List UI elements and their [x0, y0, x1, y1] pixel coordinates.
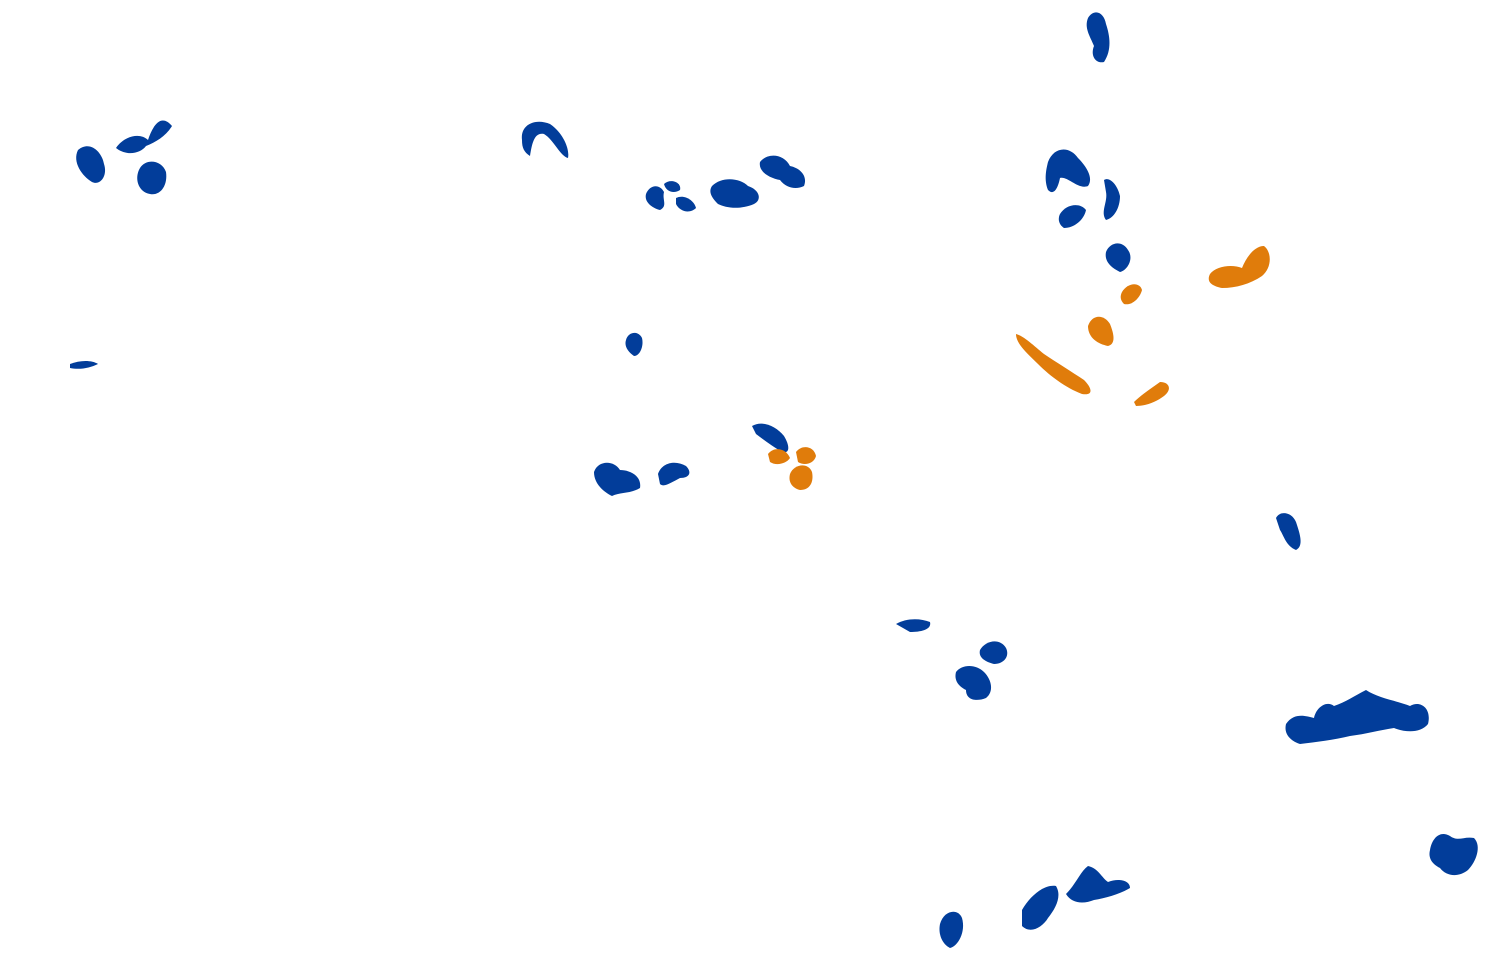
blue-blob: [1285, 690, 1429, 744]
blue-blob: [76, 146, 106, 183]
blue-blob: [137, 161, 167, 195]
blue-blob: [664, 181, 681, 192]
blue-blob: [676, 196, 696, 212]
blue-blob: [1429, 833, 1478, 876]
blue-blob: [1105, 243, 1131, 272]
orange-blob: [1016, 334, 1091, 395]
orange-blob: [1120, 284, 1142, 305]
blue-blob: [116, 120, 172, 154]
blue-blob: [979, 641, 1008, 664]
blue-blob: [594, 462, 641, 496]
blue-blob: [1066, 866, 1130, 903]
blue-blob: [625, 332, 643, 356]
blue-blob: [1058, 205, 1086, 228]
blue-blob: [1276, 513, 1301, 550]
orange-blobs: [768, 246, 1270, 490]
orange-blob: [1134, 382, 1169, 406]
blue-blob: [1103, 179, 1120, 220]
blue-blob: [658, 462, 690, 486]
orange-blob: [796, 447, 816, 464]
blue-blobs: [70, 12, 1478, 948]
blue-blob: [896, 619, 931, 632]
blue-blob: [70, 361, 98, 369]
orange-blob: [1088, 316, 1114, 346]
blue-blob: [955, 666, 992, 700]
blue-blob: [521, 121, 569, 158]
blue-blob: [710, 179, 759, 208]
blue-blob: [1022, 885, 1059, 930]
blue-blob: [752, 423, 789, 453]
blue-blob: [759, 155, 806, 188]
orange-blob: [768, 449, 790, 465]
blue-blob: [1086, 12, 1110, 63]
orange-blob: [1208, 246, 1270, 288]
blue-blob: [1045, 149, 1091, 193]
blue-blob: [939, 911, 964, 948]
blue-blob: [645, 186, 665, 210]
orange-blob: [789, 465, 813, 490]
